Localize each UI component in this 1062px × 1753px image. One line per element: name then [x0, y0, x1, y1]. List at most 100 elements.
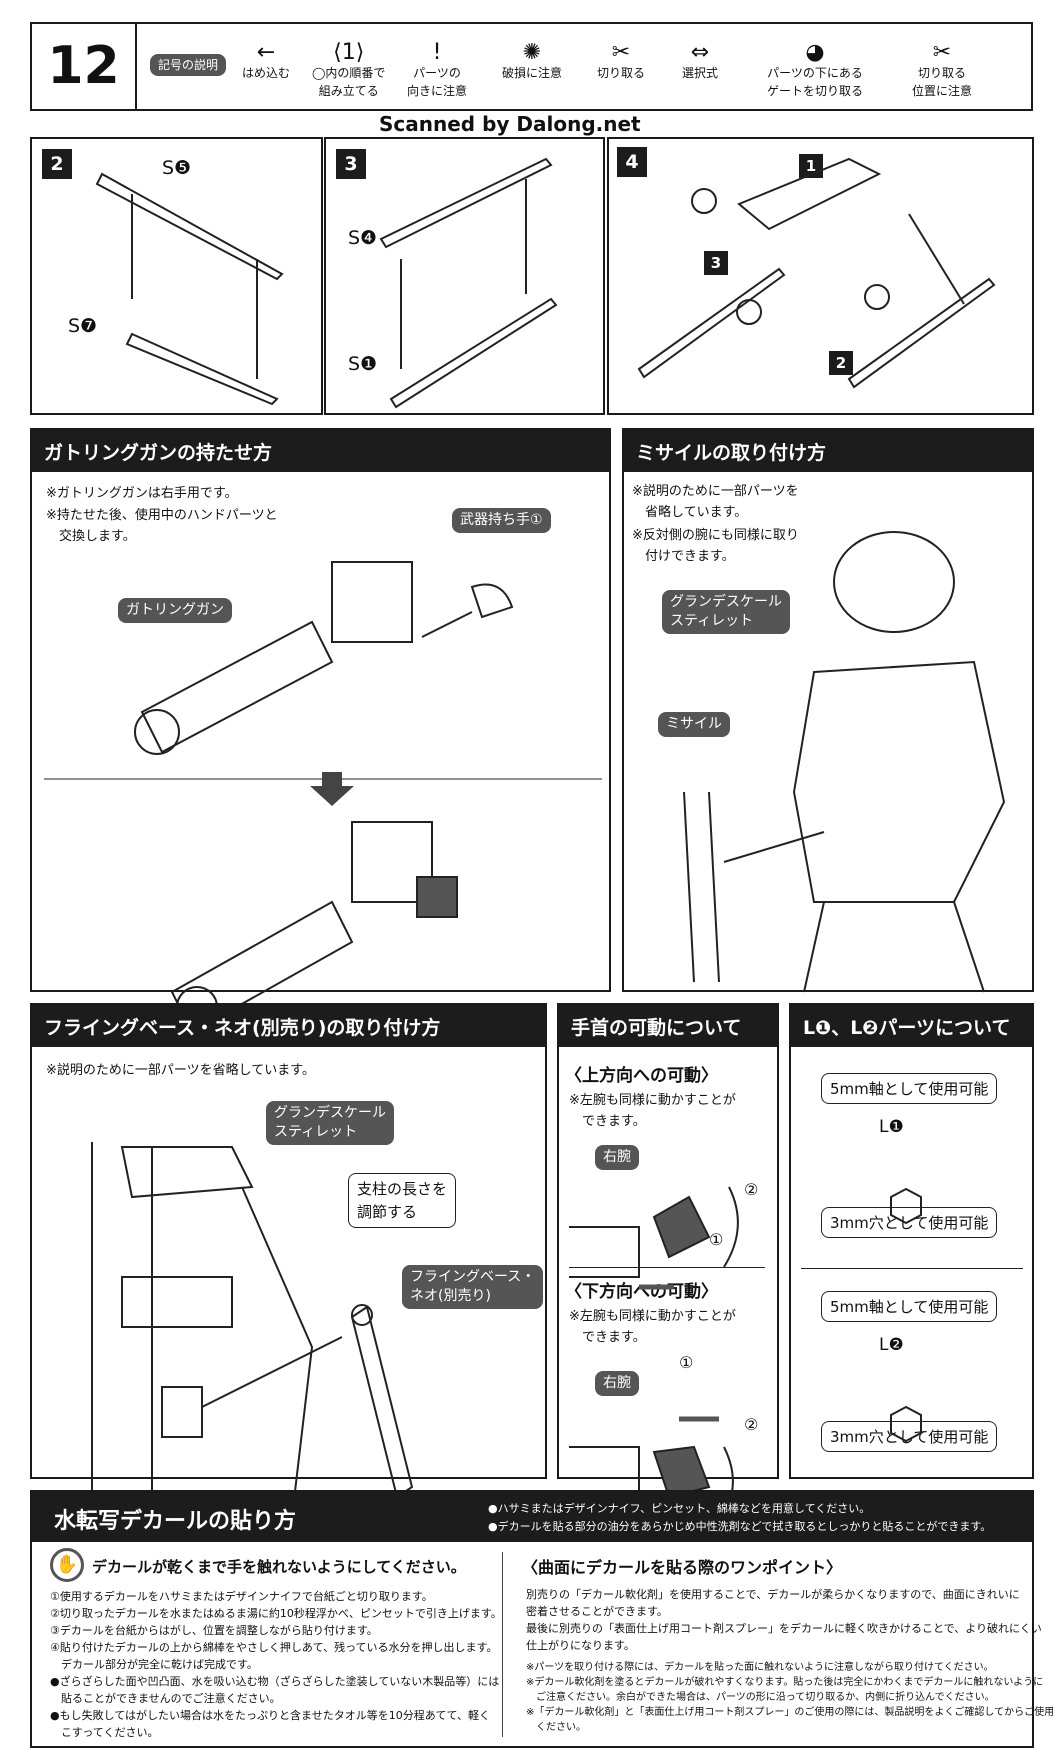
character-tag: グランデスケール スティレット	[266, 1101, 394, 1145]
hole-bubble: 3mm穴として使用可能	[821, 1421, 998, 1452]
part-number: 3	[704, 251, 728, 275]
divider	[801, 1268, 1023, 1269]
cut-icon: ✂	[611, 40, 631, 65]
text-line: ※パーツを取り付ける際には、デカールを貼った面に触れないように注意しながら取り付…	[526, 1662, 994, 1673]
legend-item: ✂切り取る 位置に注意	[912, 36, 972, 100]
missile-illustration	[379, 157, 558, 409]
section-title: ミサイルの取り付け方	[624, 430, 1032, 472]
hexagon-number-icon: ⟨1⟩	[333, 40, 365, 65]
legend-item: ✂切り取る	[597, 36, 645, 82]
legend-item: ⟨1⟩◯内の順番で 組み立てる	[312, 36, 385, 100]
legend-item: ◕パーツの下にある ゲートを切り取る	[767, 36, 863, 100]
text-line: ●もし失敗してはがしたい場合は水をたっぷりと含ませたタオル等を10分程あてて、軽…	[50, 1709, 490, 1740]
gate-cut-icon: ◕	[805, 40, 825, 65]
missile-illustration	[95, 172, 284, 406]
step-panel-2: 2 S❺ S❼	[30, 137, 323, 415]
text-line: ①使用するデカールをハサミまたはデザインナイフで台紙ごと切り取ります。	[50, 1590, 433, 1603]
flying-base-tag: フライングベース・ ネオ(別売り)	[402, 1265, 544, 1309]
note: ※持たせた後、使用中のハンドパーツと 交換します。	[46, 508, 278, 544]
column-divider	[502, 1552, 503, 1737]
flying-base-section: フライングベース・ネオ(別売り)の取り付け方 ※説明のために一部パーツを省略して…	[30, 1003, 547, 1518]
part-label: S❹	[348, 227, 378, 249]
tip-notes: ※パーツを取り付ける際には、デカールを貼った面に触れないように注意しながら取り付…	[526, 1660, 1054, 1735]
section-title: 水転写デカールの貼り方	[54, 1509, 297, 1534]
gatling-tag: ガトリングガン	[118, 598, 232, 623]
arm-tag: 右腕	[595, 1371, 639, 1396]
assembly-illustration	[637, 157, 996, 389]
text-line: ※「デカール軟化剤」と「表面仕上げ用コート剤スプレー」のご使用の際には、製品説明…	[526, 1707, 1055, 1733]
text-line: ③デカールを台紙からはがし、位置を調整しながら貼り付けます。	[50, 1624, 378, 1638]
text-line: ※デカール軟化剤を塗るとデカールが破れやすくなります。貼った後は完全にかわくまで…	[526, 1677, 1044, 1703]
shaft-bubble: 5mm軸として使用可能	[821, 1291, 998, 1322]
decal-steps: ①使用するデカールをハサミまたはデザインナイフで台紙ごと切り取ります。 ②切り取っ…	[50, 1588, 502, 1741]
text-line: 最後に別売りの「表面仕上げ用コート剤スプレー」をデカールに軽く吹きかけることで、…	[526, 1622, 1042, 1653]
section-title: L❶、L❷パーツについて	[791, 1005, 1032, 1047]
choice-arrows-icon: ⇔	[690, 40, 710, 65]
note: ※説明のために一部パーツを省略しています。	[46, 1063, 315, 1078]
watermark: Scanned by Dalong.net	[376, 113, 644, 135]
text-line: ●ざらざらした面や凹凸面、水を吸い込む物（ざらざらした塗装していない木製品等）に…	[50, 1675, 500, 1706]
missile-tag: ミサイル	[658, 712, 730, 737]
wrist-illustration	[569, 1186, 739, 1519]
legend-label: 切り取る 位置に注意	[912, 66, 973, 98]
legend-item: ✺破損に注意	[502, 36, 562, 82]
up-title: 〈上方向への可動〉	[565, 1066, 718, 1086]
legend-label: 記号の説明	[150, 54, 227, 77]
cut-position-icon: ✂	[932, 40, 952, 65]
adjust-note-bubble: 支柱の長さを 調節する	[348, 1173, 457, 1228]
legend-label: はめ込む	[242, 66, 291, 80]
gatling-section: ガトリングガンの持たせ方 ※ガトリングガンは右手用です。 ※持たせた後、使用中の…	[30, 428, 611, 1032]
hole-bubble: 3mm穴として使用可能	[821, 1207, 998, 1238]
legend-label: パーツの 向きに注意	[407, 66, 468, 98]
arm-tag: 右腕	[595, 1145, 639, 1170]
step-number: 12	[32, 24, 137, 109]
text-line: 別売りの「デカール軟化剤」を使用することで、デカールが柔らかくなりますので、曲面…	[526, 1588, 1020, 1619]
text-line: ④貼り付けたデカールの上から綿棒をやさしく押しあて、残っている水分を押し出します…	[50, 1641, 498, 1672]
tip-title: 〈曲面にデカールを貼る際のワンポイント〉	[522, 1558, 843, 1577]
part-label: S❶	[348, 353, 378, 375]
step-2-label: ②	[744, 1180, 759, 1199]
legend-label: 破損に注意	[502, 66, 563, 80]
step-header: 12 記号の説明 ←はめ込む⟨1⟩◯内の順番で 組み立てる!パーツの 向きに注意…	[30, 22, 1033, 111]
legend-item: !パーツの 向きに注意	[407, 36, 467, 100]
legend-label: ◯内の順番で 組み立てる	[312, 66, 386, 98]
prep-note: ●ハサミまたはデザインナイフ、ピンセット、綿棒などを用意してください。	[488, 1502, 871, 1515]
l1-label: L❶	[879, 1117, 904, 1137]
step-panel-4: 4 1 3 2	[607, 137, 1034, 415]
note: ※左腕も同様に動かすことが できます。	[569, 1309, 736, 1345]
legend-label: パーツの下にある ゲートを切り取る	[767, 66, 864, 98]
shaft-bubble: 5mm軸として使用可能	[821, 1073, 998, 1104]
section-title: フライングベース・ネオ(別売り)の取り付け方	[32, 1005, 545, 1047]
breakage-icon: ✺	[522, 40, 542, 65]
arrow-left-icon: ←	[256, 40, 276, 65]
note: ※左腕も同様に動かすことが できます。	[569, 1093, 736, 1129]
decal-section: 水転写デカールの貼り方 ●ハサミまたはデザインナイフ、ピンセット、綿棒などを用意…	[30, 1490, 1054, 1748]
l2-label: L❷	[879, 1335, 904, 1355]
note: ※ガトリングガンは右手用です。	[46, 486, 238, 501]
flying-base-illustration	[91, 1142, 414, 1518]
step-number-4: 4	[617, 147, 647, 177]
decal-header	[32, 1492, 1032, 1542]
prep-note: ●デカールを貼る部分の油分をあらかじめ中性洗剤などで拭き取るとしっかりと貼ること…	[488, 1520, 992, 1533]
divider	[569, 1267, 765, 1268]
step-number-3: 3	[336, 149, 366, 179]
text-line: ②切り取ったデカールを水またはぬるま湯に約10秒程浮かべ、ピンセットで引き上げま…	[50, 1607, 502, 1621]
step-1-label: ①	[709, 1230, 724, 1249]
missile-section: ミサイルの取り付け方 ※説明のために一部パーツを 省略しています。 ※反対側の腕…	[622, 428, 1034, 993]
exclamation-icon: !	[432, 40, 442, 65]
section-title: 手首の可動について	[559, 1005, 777, 1047]
legend-item: ←はめ込む	[242, 36, 290, 82]
step-2-label: ②	[744, 1415, 759, 1434]
part-number: 2	[829, 351, 853, 375]
gatling-illustration	[44, 561, 602, 1032]
legend-label: 切り取る	[597, 66, 646, 80]
step-1-label: ①	[679, 1353, 694, 1372]
note: ※説明のために一部パーツを 省略しています。	[632, 484, 799, 520]
no-touch-icon: ✋	[50, 1548, 84, 1582]
note: ※反対側の腕にも同様に取り 付けできます。	[632, 528, 799, 564]
legend-item: ⇔選択式	[682, 36, 718, 82]
warning-text: デカールが乾くまで手を触れないようにしてください。	[92, 1558, 466, 1576]
part-label: S❼	[68, 315, 98, 337]
step-panel-3: 3 S❹ S❶	[324, 137, 605, 415]
legend-label: 選択式	[682, 66, 719, 80]
